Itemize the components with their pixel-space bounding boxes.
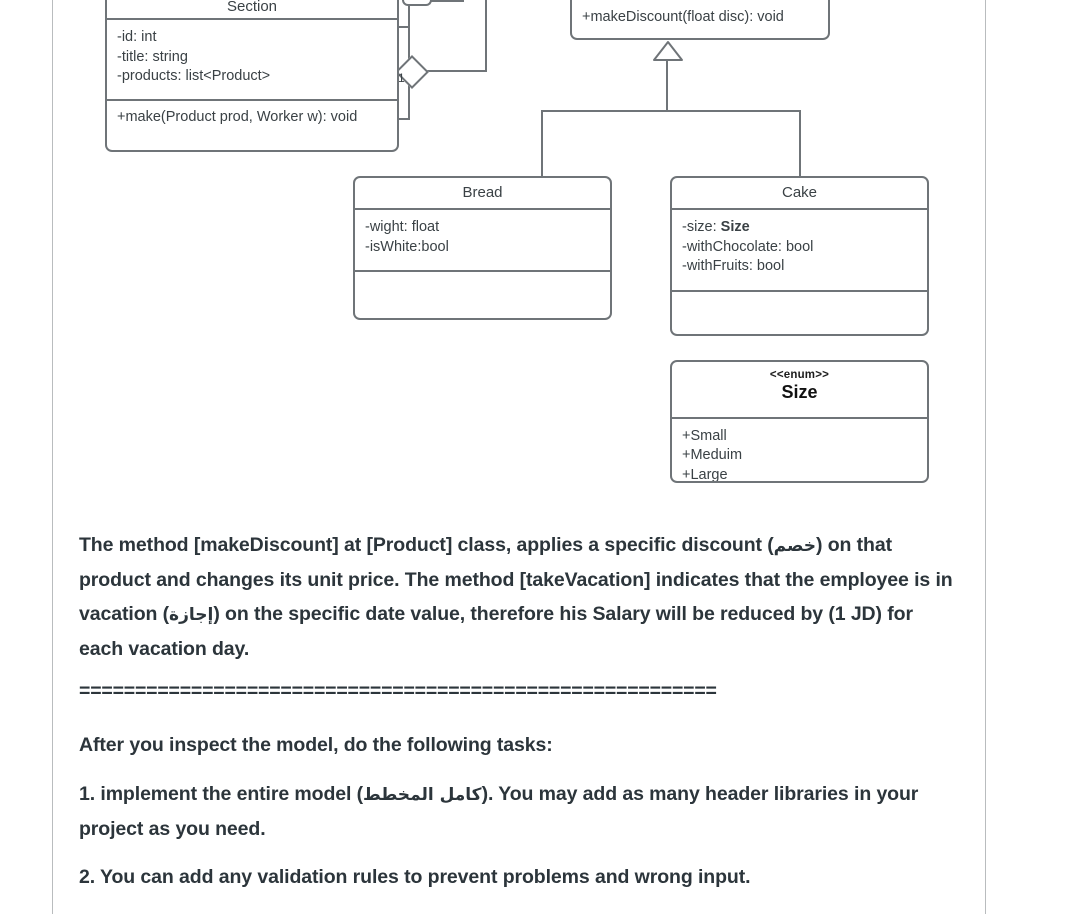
task-1-part-a: 1. implement the entire model ( (79, 783, 364, 805)
class-operations-product: +makeDiscount(float disc): void (572, 0, 828, 37)
paragraph-model-description: The method [makeDiscount] at [Product] c… (79, 528, 959, 666)
arabic-vacation: إجازة (169, 605, 214, 625)
aggregation-multiplicity: 1 (398, 71, 405, 85)
aggregation-top-edge (404, 0, 464, 2)
class-operations-bread-empty (355, 270, 610, 318)
page-left-margin-rule (52, 0, 53, 914)
task-item-2: 2. You can add any validation rules to p… (79, 866, 751, 888)
paragraph-part-c: ) on the specific date value, therefore … (79, 603, 913, 660)
class-attributes-cake: -size: Size -withChocolate: bool -withFr… (672, 208, 927, 290)
enum-box-size: <<enum>> Size +Small +Meduim +Large (670, 360, 929, 483)
class-attributes-bread: -wight: float -isWhite:bool (355, 208, 610, 270)
uml-class-diagram: 1 Section -id: int -title: string -produ… (105, 0, 929, 483)
paragraph-part-b: ) on that product and changes its unit p… (79, 534, 953, 625)
operation-row: +makeDiscount(float disc): void (582, 9, 784, 25)
generalization-trunk (666, 58, 668, 112)
arabic-discount: خصم (773, 536, 816, 556)
generalization-triangle-icon (653, 41, 683, 61)
attribute-row: -products: list<Product> (117, 68, 271, 85)
class-name-section: Section (226, 0, 278, 15)
class-box-product: +makeDiscount(float disc): void (570, 0, 830, 40)
class-name-cake: Cake (781, 184, 818, 201)
attribute-label: -size: (682, 219, 721, 235)
class-attributes-section: -id: int -title: string -products: list<… (107, 18, 397, 99)
aggregation-line-v-right (485, 0, 487, 72)
class-operations-cake-empty (672, 290, 927, 334)
generalization-crossbar (541, 110, 801, 112)
partial-class-box-top (402, 0, 432, 6)
attribute-row: -isWhite:bool (365, 238, 449, 255)
task-item-1: 1. implement the entire model (كامل المخ… (79, 777, 959, 846)
enum-header: <<enum>> Size (672, 362, 927, 417)
enum-name: Size (781, 382, 818, 402)
class-box-cake: Cake -size: Size -withChocolate: bool -w… (670, 176, 929, 336)
enum-literal-row: +Small (682, 428, 727, 444)
aggregation-line-v-upper (408, 0, 410, 62)
attribute-row: -size: Size (682, 218, 917, 238)
enum-literals: +Small +Meduim +Large (672, 417, 927, 483)
operation-row: +make(Product prod, Worker w): void (117, 109, 358, 125)
tasks-intro: After you inspect the model, do the foll… (79, 734, 553, 756)
enum-literal-row: +Meduim (682, 447, 743, 464)
attribute-row: -withFruits: bool (682, 258, 785, 275)
class-operations-section: +make(Product prod, Worker w): void (107, 99, 397, 150)
attribute-row: -title: string (117, 48, 188, 65)
class-box-section: Section -id: int -title: string -product… (105, 0, 399, 152)
enum-stereotype: <<enum>> (769, 369, 830, 381)
separator-line: ========================================… (79, 680, 717, 702)
paragraph-part-a: The method [makeDiscount] at [Product] c… (79, 534, 774, 556)
attribute-row: -wight: float (365, 219, 440, 235)
arabic-whole-diagram: كامل المخطط (363, 785, 482, 805)
generalization-branch-bread (541, 110, 543, 178)
class-box-bread: Bread -wight: float -isWhite:bool (353, 176, 612, 320)
attribute-row: -withChocolate: bool (682, 238, 814, 255)
class-name-bread: Bread (462, 184, 503, 201)
page-right-margin-rule (985, 0, 986, 914)
generalization-branch-cake (799, 110, 801, 178)
task-1-part-b: ). You may add as many header libraries … (79, 783, 919, 840)
aggregation-line-v-lower (408, 80, 410, 120)
attribute-type-size: Size (720, 219, 750, 235)
attribute-row: -id: int (117, 29, 157, 45)
enum-literal-row: +Large (682, 466, 728, 483)
aggregation-line-h-right (420, 70, 486, 72)
